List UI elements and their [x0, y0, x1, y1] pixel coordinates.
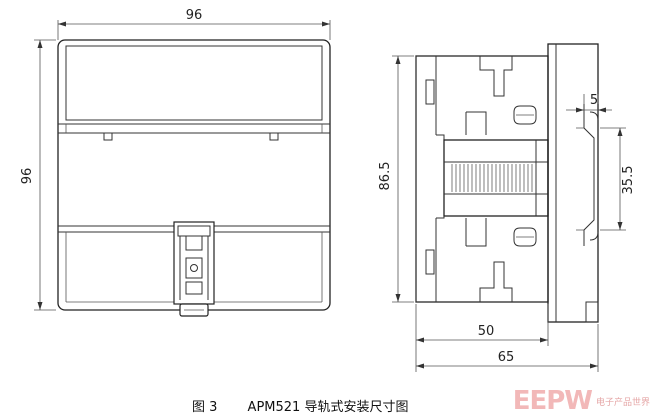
side-height-dimension: 86.5 [378, 55, 414, 303]
front-height-label: 96 [20, 168, 35, 185]
side-view: 86.5 [378, 43, 636, 372]
side-rail-dimension: 35.5 [600, 127, 636, 231]
figure-number: 图 3 [192, 400, 218, 415]
figure-title: APM521 导轨式安装尺寸图 [247, 400, 409, 415]
side-offset-dimension: 5 [566, 93, 612, 113]
side-depth-inner-dimension: 50 [415, 304, 549, 372]
watermark-text: 电子产品世界 [595, 397, 650, 408]
side-height-label: 86.5 [378, 162, 393, 191]
side-offset-label: 5 [590, 93, 598, 108]
watermark: EEPW 电子产品世界 [513, 386, 650, 416]
side-front-panel [547, 43, 599, 323]
side-depth-inner-label: 50 [478, 324, 495, 339]
din-clip [173, 221, 215, 317]
side-rail-label: 35.5 [621, 166, 636, 195]
front-height-dimension: 96 [20, 39, 56, 311]
side-hatch [451, 164, 533, 192]
front-view: 96 96 [20, 8, 331, 317]
side-depth-total-dimension: 65 [416, 324, 599, 372]
figure-caption: 图 3 APM521 导轨式安装尺寸图 [192, 396, 408, 415]
watermark-logo: EEPW [512, 386, 593, 416]
front-width-label: 96 [186, 8, 203, 23]
front-width-dimension: 96 [57, 8, 331, 40]
side-depth-total-label: 65 [498, 350, 515, 365]
